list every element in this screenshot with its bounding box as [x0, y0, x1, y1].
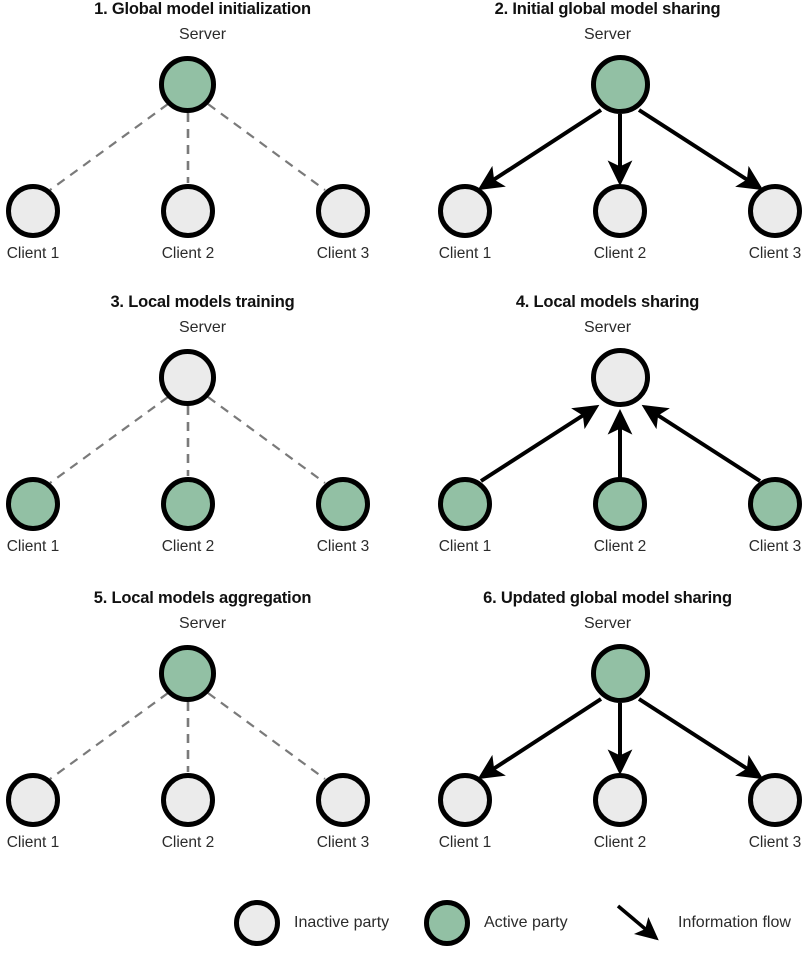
panel-1-client-2-label: Client 2 — [161, 245, 215, 262]
panel-4-server-label: Server — [583, 319, 632, 336]
active-party-circle-icon — [424, 900, 470, 946]
panel-5-client-2-label: Client 2 — [161, 834, 215, 851]
panel-3-client-1-label: Client 1 — [6, 538, 60, 555]
panel-1-server-label: Server — [178, 26, 227, 43]
panel-1: 1. Global model initialization Server Cl… — [0, 0, 405, 290]
panel-6-title: 6. Updated global model sharing — [483, 589, 732, 607]
panel-6-client-2-node[interactable] — [593, 773, 647, 827]
panel-6-server-label: Server — [583, 615, 632, 632]
panel-6: 6. Updated global model sharing Server C… — [405, 589, 810, 879]
panel-3-client-3-label: Client 3 — [316, 538, 370, 555]
panel-3-client-2-node[interactable] — [161, 477, 215, 531]
panel-5-server-node[interactable] — [159, 645, 216, 702]
panel-4: 4. Local models sharing Server Client 1 … — [405, 293, 810, 583]
panel-6-client-3-label: Client 3 — [748, 834, 802, 851]
panel-2-server-label: Server — [583, 26, 632, 43]
panel-6-client-1-label: Client 1 — [438, 834, 492, 851]
panel-2-server-node[interactable] — [591, 55, 650, 114]
legend-item-flow: Information flow — [612, 900, 791, 946]
panel-2-client-2-label: Client 2 — [593, 245, 647, 262]
panel-2-client-3-node[interactable] — [748, 184, 802, 238]
panel-2-client-2-node[interactable] — [593, 184, 647, 238]
panel-4-client-2-node[interactable] — [593, 477, 647, 531]
panel-6-server-node[interactable] — [591, 644, 650, 703]
panel-5-client-2-node[interactable] — [161, 773, 215, 827]
panel-3-client-3-node[interactable] — [316, 477, 370, 531]
panel-4-client-3-label: Client 3 — [748, 538, 802, 555]
panel-5-client-3-label: Client 3 — [316, 834, 370, 851]
information-flow-arrow-icon — [616, 904, 659, 941]
legend-label-active: Active party — [484, 914, 568, 931]
panel-5-client-3-node[interactable] — [316, 773, 370, 827]
panel-6-client-3-node[interactable] — [748, 773, 802, 827]
panel-4-client-2-label: Client 2 — [593, 538, 647, 555]
panel-1-client-1-label: Client 1 — [6, 245, 60, 262]
panel-4-client-1-node[interactable] — [438, 477, 492, 531]
panel-1-client-1-node[interactable] — [6, 184, 60, 238]
panel-2-edges — [477, 108, 764, 191]
panel-3-client-1-node[interactable] — [6, 477, 60, 531]
legend-label-inactive: Inactive party — [294, 914, 390, 931]
panel-2-client-3-label: Client 3 — [748, 245, 802, 262]
panel-5-server-label: Server — [178, 615, 227, 632]
panel-2-client-1-node[interactable] — [438, 184, 492, 238]
panel-4-client-1-label: Client 1 — [438, 538, 492, 555]
legend-item-active: Active party — [424, 900, 568, 946]
panel-3-server-label: Server — [178, 319, 227, 336]
panel-1-title: 1. Global model initialization — [94, 0, 311, 18]
panel-4-edges — [479, 404, 762, 483]
panel-4-server-node[interactable] — [591, 348, 650, 407]
legend-label-flow: Information flow — [678, 914, 791, 931]
panel-5-edges — [49, 692, 326, 780]
panel-5-client-1-node[interactable] — [6, 773, 60, 827]
inactive-party-circle-icon — [234, 900, 280, 946]
panel-1-client-3-label: Client 3 — [316, 245, 370, 262]
panel-5: 5. Local models aggregation Server Clien… — [0, 589, 405, 879]
panel-1-client-3-node[interactable] — [316, 184, 370, 238]
panel-1-edges — [49, 103, 326, 191]
legend-item-inactive: Inactive party — [234, 900, 389, 946]
panel-4-title: 4. Local models sharing — [515, 293, 700, 311]
panel-5-client-1-label: Client 1 — [6, 834, 60, 851]
legend: Inactive party Active party Information … — [0, 892, 810, 978]
panel-4-client-3-node[interactable] — [748, 477, 802, 531]
panel-5-title: 5. Local models aggregation — [93, 589, 312, 607]
panel-3-edges — [49, 396, 326, 484]
panel-2-title: 2. Initial global model sharing — [494, 0, 721, 18]
panel-2: 2. Initial global model sharing Server C… — [405, 0, 810, 290]
panel-3-title: 3. Local models training — [110, 293, 295, 311]
panel-1-server-node[interactable] — [159, 56, 216, 113]
panel-3-server-node[interactable] — [159, 349, 216, 406]
panel-3: 3. Local models training Server Client 1… — [0, 293, 405, 583]
panel-6-edges — [477, 697, 764, 780]
panel-1-client-2-node[interactable] — [161, 184, 215, 238]
panel-3-client-2-label: Client 2 — [161, 538, 215, 555]
panel-6-client-1-node[interactable] — [438, 773, 492, 827]
panel-2-client-1-label: Client 1 — [438, 245, 492, 262]
panel-6-client-2-label: Client 2 — [593, 834, 647, 851]
